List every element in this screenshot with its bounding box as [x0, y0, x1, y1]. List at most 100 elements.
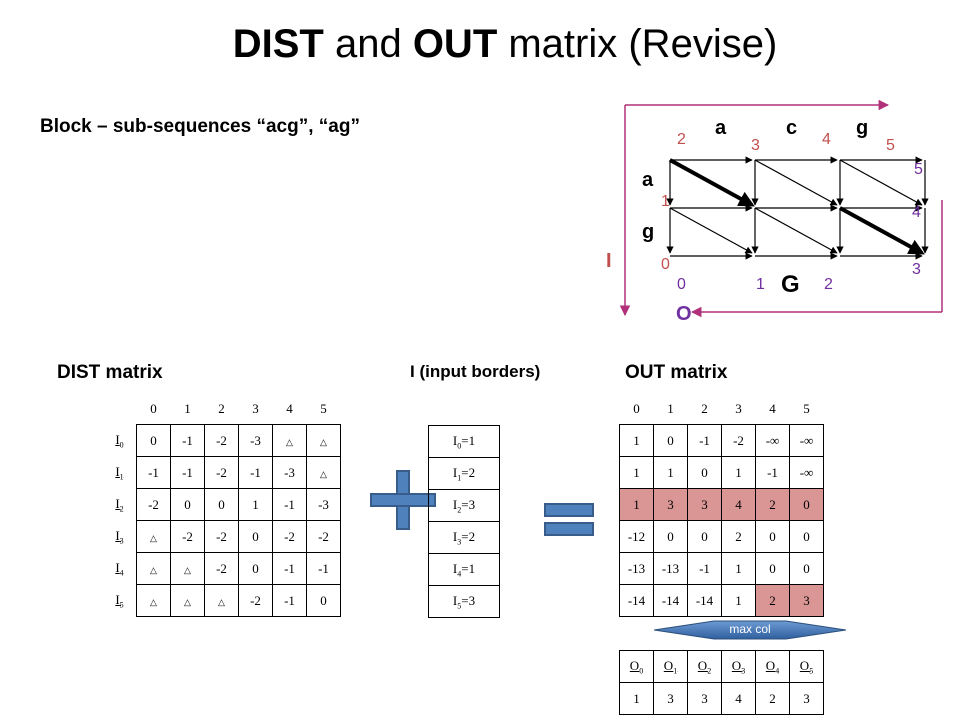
equals-icon [544, 522, 594, 536]
dist-cell: -1 [272, 552, 307, 585]
out-cell: -14 [619, 584, 654, 617]
out-cell: -14 [687, 584, 722, 617]
out-cell: -13 [619, 552, 654, 585]
out-cell: 0 [789, 520, 824, 553]
left-letter-g: g [642, 221, 655, 243]
out-cell: 0 [653, 520, 688, 553]
dist-cell: -2 [136, 488, 171, 521]
dist-cell: -3 [272, 456, 307, 489]
input-border-cell: I0=1 [428, 425, 500, 458]
dist-row-label: I5 [115, 591, 124, 610]
top-letter-c: c [786, 117, 798, 139]
dist-cell: -1 [136, 456, 171, 489]
out-matrix-heading: OUT matrix [625, 362, 728, 383]
input-border-cell: I2=3 [428, 489, 500, 522]
top-number-2: 2 [677, 131, 686, 148]
dist-cell: 0 [136, 424, 171, 457]
dist-row: I1-1-1-2-1-3△ [103, 456, 341, 489]
dist-cell: -1 [170, 424, 205, 457]
out-cell: -∞ [789, 456, 824, 489]
dist-col-header: 3 [252, 400, 259, 416]
bottom-number-0: 0 [677, 276, 686, 293]
out-cell: 4 [721, 488, 756, 521]
dist-cell: -2 [204, 520, 239, 553]
out-cell: 3 [653, 488, 688, 521]
out-cell: 3 [789, 584, 824, 617]
dist-row-label: I1 [115, 463, 124, 482]
input-row: I0=1 [428, 425, 500, 458]
dist-cell: -3 [238, 424, 273, 457]
input-border-cell: I5=3 [428, 585, 500, 618]
out-col-header: 2 [701, 400, 708, 416]
out-cell: 1 [619, 424, 654, 457]
result-col-header: O1 [653, 650, 688, 683]
top-number-3: 3 [751, 137, 760, 154]
dist-cell: △ [170, 584, 205, 617]
input-row: I3=2 [428, 521, 500, 554]
top-number-5: 5 [886, 137, 895, 154]
out-cell: 1 [721, 584, 756, 617]
dist-col-header: 4 [286, 400, 293, 416]
equals-icon [544, 503, 594, 517]
top-number-4: 4 [822, 131, 831, 148]
result-cell: 4 [721, 682, 756, 715]
result-col-header: O4 [755, 650, 790, 683]
result-cell: 2 [755, 682, 790, 715]
out-cell: 1 [653, 456, 688, 489]
out-cell: 0 [789, 488, 824, 521]
out-cell: -13 [653, 552, 688, 585]
out-cell: 1 [721, 552, 756, 585]
out-cell: 0 [687, 456, 722, 489]
out-cell: 3 [687, 488, 722, 521]
out-header-row: 0 1 2 3 4 5 [620, 393, 824, 425]
dist-cell: 0 [170, 488, 205, 521]
dist-cell: -3 [306, 488, 341, 521]
out-cell: 2 [755, 584, 790, 617]
dist-cell: △ [170, 552, 205, 585]
top-letter-a: a [715, 117, 727, 139]
out-cell: -14 [653, 584, 688, 617]
out-cell: -∞ [755, 424, 790, 457]
input-row: I5=3 [428, 585, 500, 618]
dist-cell: -2 [238, 584, 273, 617]
out-cell: 0 [789, 552, 824, 585]
out-cell: 1 [721, 456, 756, 489]
out-cell: 2 [721, 520, 756, 553]
dist-col-header: 0 [150, 400, 157, 416]
dist-cell: 0 [238, 552, 273, 585]
dist-cell: -2 [204, 424, 239, 457]
dist-cell: △ [136, 584, 171, 617]
subtitle: Block – sub-sequences “acg”, “ag” [40, 116, 360, 137]
dist-col-header: 1 [184, 400, 191, 416]
out-cell: 0 [755, 552, 790, 585]
bottom-number-1: 1 [756, 276, 765, 293]
dist-col-header: 2 [218, 400, 225, 416]
dist-cell: -2 [204, 456, 239, 489]
out-cell: -1 [755, 456, 790, 489]
out-cell: -2 [721, 424, 756, 457]
dist-row-label: I2 [115, 495, 124, 514]
out-cell: 0 [653, 424, 688, 457]
dist-row-label: I4 [115, 559, 124, 578]
dist-cell: △ [306, 456, 341, 489]
max-col-arrow-icon [654, 620, 846, 640]
result-cell: 1 [619, 682, 654, 715]
top-letter-g: g [856, 117, 869, 139]
out-cell: -12 [619, 520, 654, 553]
dist-header-row: 0 1 2 3 4 5 [103, 393, 341, 425]
input-row: I1=2 [428, 457, 500, 490]
out-col-header: 5 [803, 400, 810, 416]
result-col-header: O5 [789, 650, 824, 683]
right-number-4: 4 [912, 204, 921, 221]
dist-cell: △ [272, 424, 307, 457]
bold-diagonal-g [839, 206, 925, 255]
out-cell: -1 [687, 424, 722, 457]
